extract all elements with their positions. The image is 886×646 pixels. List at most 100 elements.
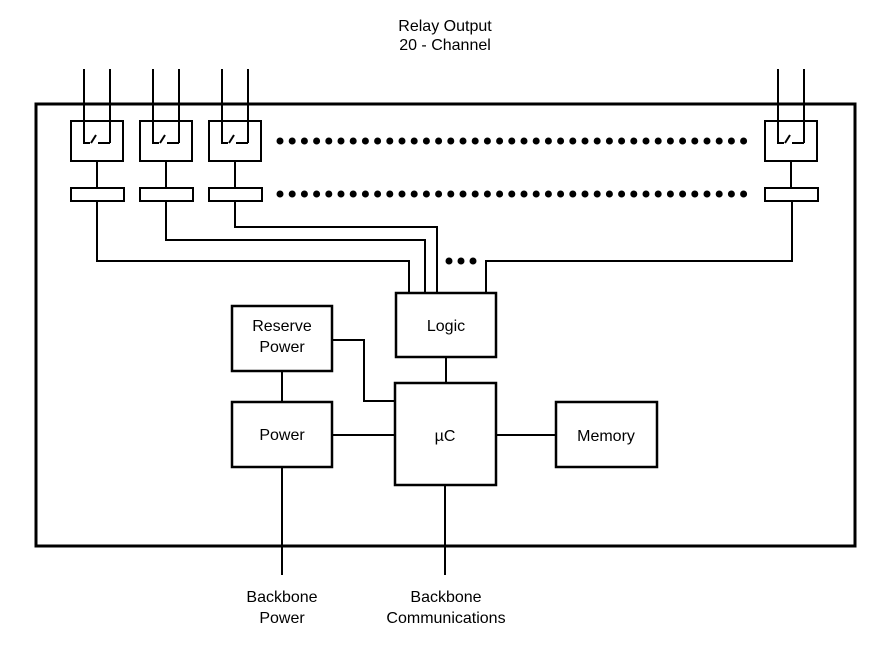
ellipsis-dot — [325, 137, 333, 145]
switch-blade-icon — [90, 134, 97, 144]
ellipsis-dot — [276, 190, 284, 198]
ellipsis-dot — [642, 137, 650, 145]
wire-channel-2-to-logic — [165, 201, 426, 293]
switch-contact-icon — [221, 128, 228, 144]
ellipsis-dot — [361, 137, 369, 145]
ellipsis-dot — [422, 137, 430, 145]
switch-blade-icon — [784, 134, 791, 144]
ellipsis-dot — [386, 190, 394, 198]
ellipsis-dot — [532, 190, 540, 198]
reserve-power-label-line-2: Power — [259, 339, 305, 356]
ellipsis-dot — [569, 190, 577, 198]
ellipsis-dot — [593, 137, 601, 145]
title-line-2: 20 - Channel — [399, 37, 491, 54]
backbone-communications-label-line-2: Communications — [386, 610, 505, 627]
ellipsis-dot — [593, 190, 601, 198]
relay-box — [70, 120, 124, 162]
ellipsis-dot — [288, 137, 296, 145]
ellipsis-dot — [581, 137, 589, 145]
ellipsis-dot — [447, 190, 455, 198]
ellipsis-dot — [508, 137, 516, 145]
wire-reserve-power-to-uc — [332, 339, 395, 402]
ellipsis-dot — [618, 190, 626, 198]
ellipsis-dot — [557, 137, 565, 145]
switch-blade-icon — [228, 134, 235, 144]
ellipsis-dot — [703, 190, 711, 198]
memory-label: Memory — [577, 428, 635, 445]
ellipsis-dot — [740, 137, 748, 145]
reserve-power-block — [230, 304, 334, 373]
backbone-communications-label-line-1: Backbone — [410, 589, 481, 606]
ellipsis-dot — [471, 137, 479, 145]
ellipsis-dot — [447, 137, 455, 145]
wire-channel-20-to-logic — [485, 201, 793, 293]
ellipsis-dot — [349, 137, 357, 145]
coil-row-ellipsis — [276, 190, 748, 198]
wire-channel-1-to-logic — [96, 201, 410, 293]
ellipsis-dot — [483, 190, 491, 198]
relay-channel-3 — [208, 69, 263, 202]
ellipsis-dot — [605, 190, 613, 198]
ellipsis-dot — [398, 190, 406, 198]
memory-block — [554, 400, 659, 469]
driver-box — [764, 187, 819, 202]
relay-channel-1 — [70, 69, 125, 202]
ellipsis-dot — [666, 137, 674, 145]
ellipsis-dot — [520, 190, 528, 198]
ellipsis-dot — [532, 137, 540, 145]
ellipsis-dot — [630, 137, 638, 145]
backbone-power-label-line-1: Backbone — [246, 589, 317, 606]
relay-channels — [70, 69, 819, 202]
ellipsis-dot — [337, 190, 345, 198]
ellipsis-dot — [654, 137, 662, 145]
ellipsis-dot — [520, 137, 528, 145]
ellipsis-dot — [422, 190, 430, 198]
ellipsis-dot — [630, 190, 638, 198]
ellipsis-dot — [557, 190, 565, 198]
ellipsis-dot — [276, 137, 284, 145]
switch-contact-icon — [83, 128, 90, 144]
ellipsis-dot — [496, 190, 504, 198]
logic-label: Logic — [427, 318, 465, 335]
ellipsis-dot — [471, 190, 479, 198]
microcontroller-label: µC — [435, 428, 456, 445]
driver-box — [208, 187, 263, 202]
ellipsis-dot — [569, 137, 577, 145]
ellipsis-dot — [288, 190, 296, 198]
ellipsis-dot — [361, 190, 369, 198]
relay-channel-2 — [139, 69, 194, 202]
ellipsis-dot — [469, 257, 477, 265]
ellipsis-dot — [459, 137, 467, 145]
ellipsis-dot — [581, 190, 589, 198]
ellipsis-dot — [740, 190, 748, 198]
ellipsis-dot — [679, 190, 687, 198]
ellipsis-dot — [691, 190, 699, 198]
title-line-1: Relay Output — [398, 18, 492, 35]
ellipsis-dot — [374, 137, 382, 145]
relay-box — [139, 120, 193, 162]
ellipsis-dot — [544, 137, 552, 145]
ellipsis-dot — [715, 137, 723, 145]
ellipsis-dot — [398, 137, 406, 145]
ellipsis-dot — [374, 190, 382, 198]
backbone-power-label-line-2: Power — [259, 610, 305, 627]
ellipsis-dot — [300, 137, 308, 145]
ellipsis-dot — [459, 190, 467, 198]
ellipsis-dot — [508, 190, 516, 198]
ellipsis-dot — [703, 137, 711, 145]
relay-row-ellipsis — [276, 137, 748, 145]
ellipsis-dot — [618, 137, 626, 145]
ellipsis-dot — [605, 137, 613, 145]
ellipsis-dot — [435, 137, 443, 145]
switch-contact-icon — [152, 128, 159, 144]
ellipsis-dot — [727, 190, 735, 198]
power-label: Power — [259, 427, 305, 444]
relay-box — [208, 120, 262, 162]
ellipsis-dot — [300, 190, 308, 198]
ellipsis-dot — [727, 137, 735, 145]
ellipsis-dot — [445, 257, 453, 265]
ellipsis-dot — [386, 137, 394, 145]
ellipsis-dot — [654, 190, 662, 198]
ellipsis-dot — [457, 257, 465, 265]
